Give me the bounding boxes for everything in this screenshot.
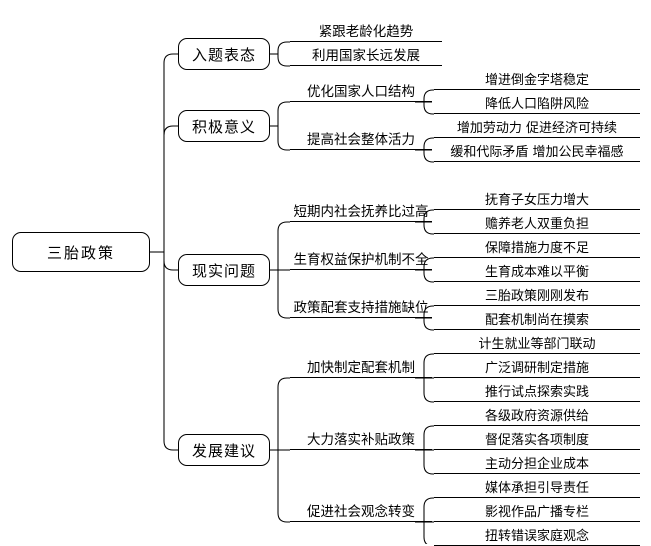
l1-3-arm2 [277,512,290,523]
node-label: 降低人口陷阱风险 [484,97,589,112]
node-label: 影视作品广播专栏 [484,505,589,520]
branch-node[interactable]: 政策配套支持措施缺位 [290,294,432,318]
node-label: 生育成本难以平衡 [484,265,589,280]
node-label: 提高社会整体活力 [307,131,415,148]
node-label: 积极意义 [191,117,256,136]
branch-node[interactable]: 利用国家长远发展 [290,42,442,66]
l1-1-arm0 [277,101,290,112]
l1-1-arm1 [277,140,290,151]
root-arm2 [163,260,178,271]
leaf-node[interactable]: 保障措施力度不足 [434,234,640,258]
node-label: 增进倒金字塔稳定 [484,73,589,88]
l2-3-0-arm2 [423,392,434,403]
node-label: 督促落实各项制度 [484,433,589,448]
leaf-node[interactable]: 广泛调研制定措施 [434,354,640,378]
branch-box[interactable]: 积极意义 [178,110,270,142]
root-node[interactable]: 三胎政策 [12,232,150,272]
node-label: 发展建议 [191,441,256,460]
leaf-node[interactable]: 降低人口陷阱风险 [434,90,640,114]
node-label: 政策配套支持措施缺位 [293,299,429,316]
node-label: 入题表态 [191,45,256,64]
leaf-node[interactable]: 增进倒金字塔稳定 [434,66,640,90]
node-label: 主动分担企业成本 [484,457,589,472]
leaf-node[interactable]: 督促落实各项制度 [434,426,640,450]
leaf-node[interactable]: 三胎政策刚刚发布 [434,282,640,306]
node-label: 三胎政策 [46,243,115,262]
l1-2-arm2 [277,308,290,319]
branch-node[interactable]: 生育权益保护机制不全 [290,246,432,270]
node-label: 各级政府资源供给 [484,409,589,424]
node-label: 优化国家人口结构 [307,83,415,100]
branch-node[interactable]: 大力落实补贴政策 [290,426,432,450]
l2-2-0-arm1 [423,224,434,235]
leaf-node[interactable]: 缓和代际矛盾 增加公民幸福感 [434,138,640,162]
l2-2-2-arm1 [423,320,434,331]
node-label: 促进社会观念转变 [307,503,415,520]
node-label: 赡养老人双重负担 [484,217,589,232]
branch-box[interactable]: 现实问题 [178,254,270,286]
l1-0-arm1 [277,56,290,67]
leaf-node[interactable]: 增加劳动力 促进经济可持续 [434,114,640,138]
node-label: 抚育子女压力增大 [484,193,589,208]
node-label: 配套机制尚在摸索 [484,313,589,328]
node-label: 增加劳动力 促进经济可持续 [456,121,618,136]
node-label: 广泛调研制定措施 [484,361,589,376]
leaf-node[interactable]: 计生就业等部门联动 [434,330,640,354]
l1-2-arm0 [277,221,290,232]
node-label: 利用国家长远发展 [312,47,420,64]
root-arm1 [163,125,178,136]
l2-1-0-arm1 [423,104,434,115]
leaf-node[interactable]: 各级政府资源供给 [434,402,640,426]
l2-3-2-arm2 [423,536,428,544]
node-label: 短期内社会抚养比过高 [293,203,429,220]
branch-box[interactable]: 入题表态 [178,38,270,70]
l2-1-1-arm1 [423,152,434,163]
l2-3-1-arm2 [423,464,434,475]
branch-node[interactable]: 优化国家人口结构 [290,78,432,102]
root-arm3 [163,440,178,451]
node-label: 缓和代际矛盾 增加公民幸福感 [450,145,624,160]
node-label: 保障措施力度不足 [484,241,589,256]
node-label: 大力落实补贴政策 [307,431,415,448]
node-label: 扭转错误家庭观念 [484,529,589,544]
leaf-node[interactable]: 媒体承担引导责任 [434,474,640,498]
branch-node[interactable]: 提高社会整体活力 [290,126,432,150]
node-label: 推行试点探索实践 [484,385,589,400]
leaf-node[interactable]: 生育成本难以平衡 [434,258,640,282]
l2-2-1-arm1 [423,272,434,283]
node-label: 加快制定配套机制 [307,359,415,376]
branch-node[interactable]: 促进社会观念转变 [290,498,432,522]
branch-node[interactable]: 紧跟老龄化趋势 [290,18,442,42]
leaf-node[interactable]: 配套机制尚在摸索 [434,306,640,330]
branch-node[interactable]: 加快制定配套机制 [290,354,432,378]
branch-node[interactable]: 短期内社会抚养比过高 [290,198,432,222]
node-label: 三胎政策刚刚发布 [484,289,589,304]
l1-0-arm0 [277,41,290,52]
leaf-node[interactable]: 主动分担企业成本 [434,450,640,474]
leaf-node[interactable]: 推行试点探索实践 [434,378,640,402]
leaf-node[interactable]: 影视作品广播专栏 [434,498,640,522]
node-label: 计生就业等部门联动 [478,337,596,352]
node-label: 媒体承担引导责任 [484,481,589,496]
leaf-node[interactable]: 扭转错误家庭观念 [434,522,640,546]
leaf-node[interactable]: 赡养老人双重负担 [434,210,640,234]
node-label: 生育权益保护机制不全 [293,251,429,268]
branch-box[interactable]: 发展建议 [178,434,270,466]
l1-3-arm0 [277,377,290,388]
root-arm0 [163,53,178,64]
leaf-node[interactable]: 抚育子女压力增大 [434,186,640,210]
node-label: 现实问题 [191,261,256,280]
node-label: 紧跟老龄化趋势 [318,23,414,40]
